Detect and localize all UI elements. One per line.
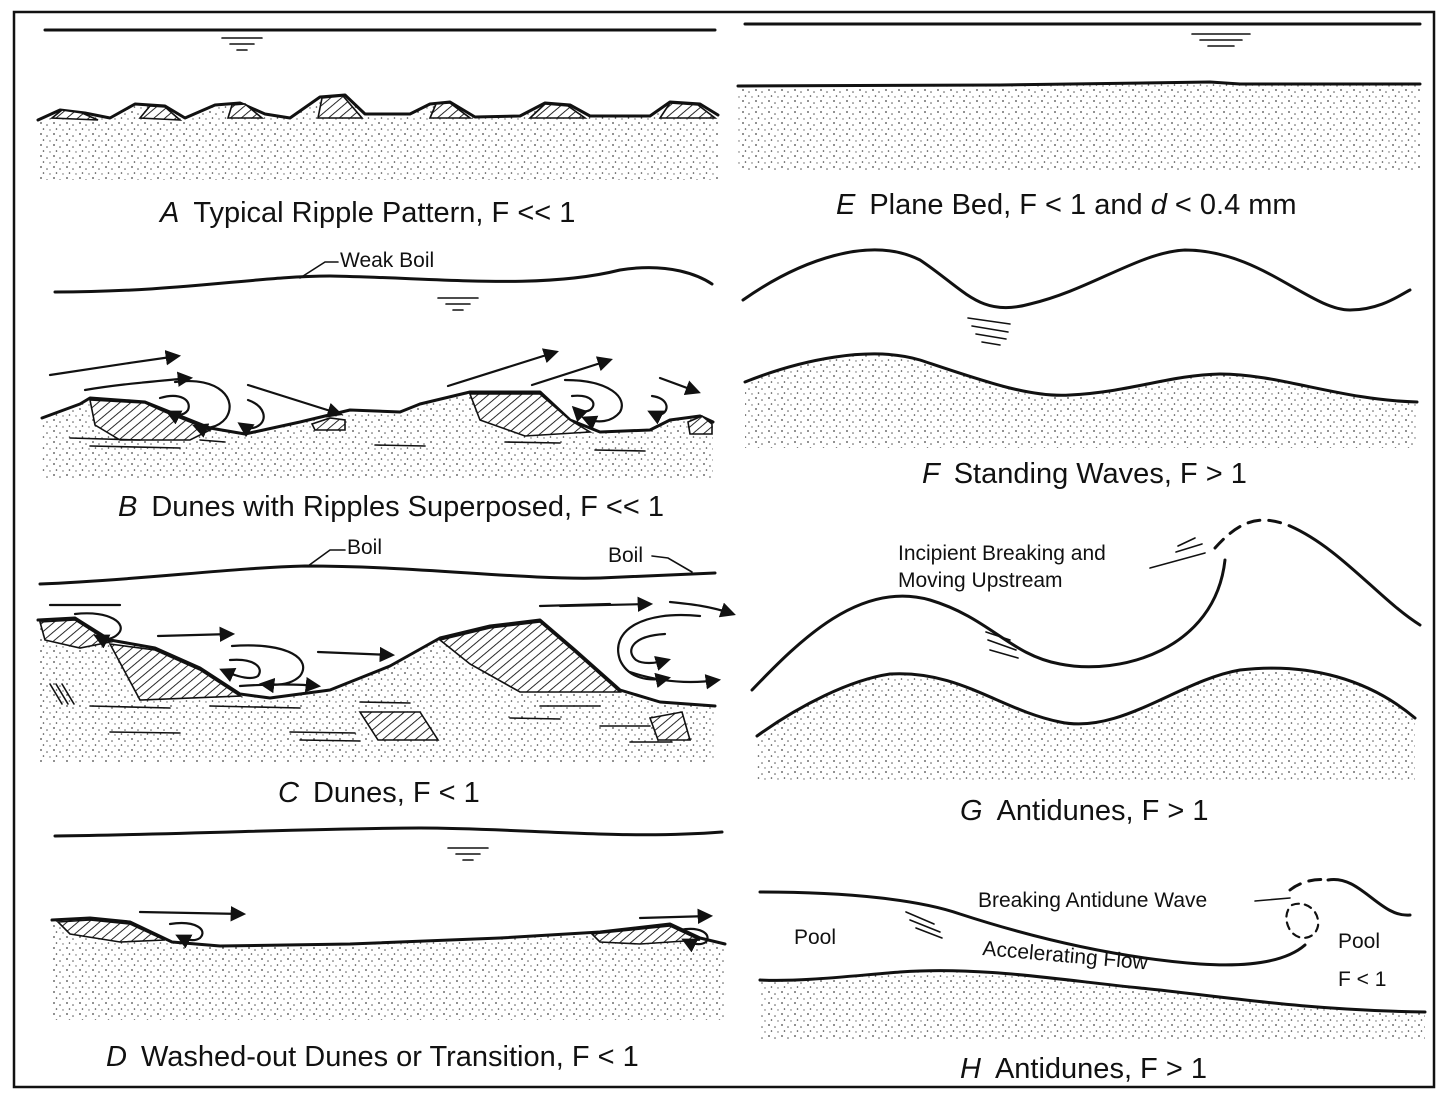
sediment-f [745, 354, 1417, 448]
caption-d: D Washed-out Dunes or Transition, F < 1 [106, 1041, 639, 1073]
spray-marks-g [1176, 538, 1202, 552]
caption-a-text: Typical Ripple Pattern, F << 1 [193, 197, 575, 229]
label-pool-left: Pool [794, 926, 836, 949]
label-weak-boil: Weak Boil [340, 249, 434, 272]
label-incipient-1: Incipient Breaking and [898, 542, 1106, 565]
water-level-symbol-h [906, 912, 942, 938]
panel-c: Boil Boil C Dunes, F < 1 [38, 536, 733, 809]
eddy-ring-h [1286, 904, 1318, 938]
breaking-leader [1255, 898, 1290, 901]
caption-e-text-1: Plane Bed, F < 1 and [869, 189, 1150, 221]
label-pool-right: Pool [1338, 930, 1380, 953]
trough-set-c2 [650, 712, 690, 740]
caption-e-text-2: < 0.4 mm [1167, 189, 1297, 221]
caption-b: B Dunes with Ripples Superposed, F << 1 [118, 491, 664, 523]
caption-f-text: Standing Waves, F > 1 [954, 458, 1247, 490]
panel-g: Incipient Breaking and Moving Upstream G… [752, 520, 1420, 827]
label-breaking-antidune: Breaking Antidune Wave [978, 889, 1207, 912]
sediment-a [38, 95, 718, 180]
caption-f: F Standing Waves, F > 1 [922, 458, 1247, 490]
caption-a-letter: A [158, 197, 179, 229]
panel-h: Breaking Antidune Wave Pool Accelerating… [760, 879, 1425, 1085]
panel-a: A Typical Ripple Pattern, F << 1 [38, 30, 718, 229]
caption-d-text: Washed-out Dunes or Transition, F < 1 [141, 1041, 639, 1073]
caption-d-letter: D [106, 1041, 127, 1073]
caption-g-letter: G [960, 795, 983, 827]
caption-e-variable: d [1151, 189, 1168, 221]
caption-g: G Antidunes, F > 1 [960, 795, 1209, 827]
panel-d: D Washed-out Dunes or Transition, F < 1 [52, 828, 725, 1073]
label-froude-right: F < 1 [1338, 968, 1386, 991]
water-surface-c [40, 566, 715, 584]
caption-f-letter: F [922, 458, 942, 490]
water-level-symbol-f [968, 318, 1010, 345]
breaking-crest-h [1290, 879, 1328, 890]
caption-a: A Typical Ripple Pattern, F << 1 [158, 197, 575, 229]
caption-e-letter: E [836, 189, 856, 221]
boil-leader-2 [652, 556, 692, 572]
sediment-e [738, 82, 1420, 172]
water-level-symbol-b [438, 298, 478, 310]
incipient-leader [1150, 553, 1205, 568]
caption-e: E Plane Bed, F < 1 and d < 0.4 mm [836, 189, 1297, 221]
label-boil-1: Boil [347, 536, 382, 559]
caption-h: H Antidunes, F > 1 [960, 1053, 1207, 1085]
label-incipient-2: Moving Upstream [898, 569, 1063, 592]
caption-b-letter: B [118, 491, 137, 523]
caption-h-text: Antidunes, F > 1 [995, 1053, 1207, 1085]
water-level-symbol-a [222, 38, 262, 50]
caption-c-letter: C [278, 777, 300, 809]
panel-e: E Plane Bed, F < 1 and d < 0.4 mm [738, 24, 1420, 221]
water-level-symbol-e [1192, 34, 1250, 46]
water-surface-d [55, 828, 722, 836]
caption-c-text: Dunes, F < 1 [313, 777, 480, 809]
boil-leader-1 [308, 550, 345, 566]
breaking-crest-g [1215, 520, 1290, 548]
caption-g-text: Antidunes, F > 1 [997, 795, 1209, 827]
caption-c: C Dunes, F < 1 [278, 777, 480, 809]
caption-h-letter: H [960, 1053, 981, 1085]
caption-b-text: Dunes with Ripples Superposed, F << 1 [151, 491, 664, 523]
water-surface-f [743, 250, 1410, 310]
label-boil-2: Boil [608, 544, 643, 567]
panel-f: F Standing Waves, F > 1 [743, 250, 1417, 490]
sediment-h [760, 971, 1425, 1040]
water-level-symbol-d [448, 848, 488, 860]
